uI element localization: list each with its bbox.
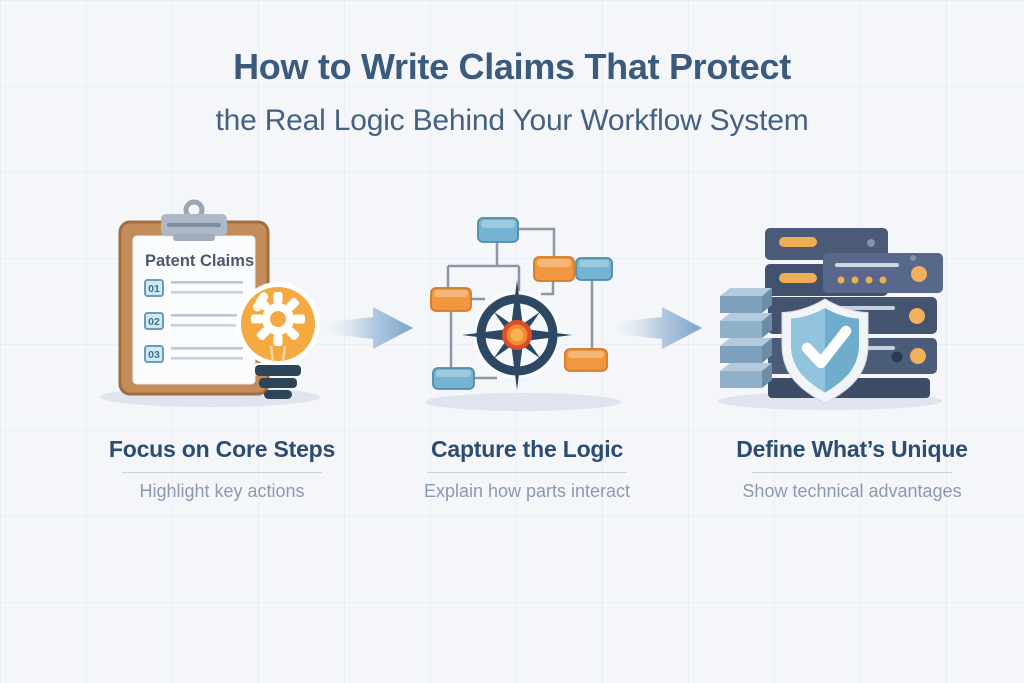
list-line <box>171 347 243 350</box>
server-indicator-light <box>911 266 927 282</box>
list-line <box>171 324 243 327</box>
claim-item-1: 01 <box>144 279 243 297</box>
clipboard-title: Patent Claims <box>145 252 254 270</box>
server-dot <box>867 239 875 247</box>
step-block <box>720 363 772 388</box>
list-line <box>171 291 243 294</box>
list-line <box>171 314 243 317</box>
server-unit-right <box>823 253 943 293</box>
arrow-shape <box>616 307 702 349</box>
compass-center <box>502 320 532 350</box>
title-line-1: How to Write Claims That Protect <box>233 46 791 87</box>
step-subheading: Explain how parts interact <box>423 481 631 501</box>
server-dot <box>910 255 916 261</box>
compass-icon <box>462 280 572 390</box>
flow-node-orange-left <box>430 287 472 312</box>
shield-check-icon <box>781 298 869 404</box>
caption-divider <box>122 472 322 473</box>
item-number: 03 <box>148 349 160 361</box>
connector-lines <box>446 227 594 380</box>
server-stack-icon <box>718 228 943 410</box>
lightbulb-gear-icon <box>236 282 320 399</box>
step-subheading: Highlight key actions <box>139 481 305 501</box>
step-heading: Define What’s Unique <box>736 436 968 462</box>
list-line <box>171 357 243 360</box>
title-line-2: the Real Logic Behind Your Workflow Syst… <box>215 104 809 137</box>
arrow-right-icon <box>327 300 417 361</box>
server-row-top <box>765 228 888 260</box>
item-number-box <box>144 279 164 297</box>
clipboard-icon: Patent Claims 01 02 0 <box>100 199 320 407</box>
title-block: How to Write Claims That Protect the Rea… <box>0 46 1024 138</box>
arrow-svg <box>616 307 702 349</box>
flow-node-blue-right <box>575 257 613 281</box>
item-number-box <box>144 312 164 330</box>
step-heading: Capture the Logic <box>430 436 624 462</box>
step-block <box>720 288 772 313</box>
server-indicator-light <box>909 308 925 324</box>
flowchart-illustration <box>415 206 640 416</box>
item-number: 02 <box>148 316 160 328</box>
server-slot-line <box>835 263 899 267</box>
server-led-bar <box>779 273 817 283</box>
step-block <box>720 338 772 363</box>
checkmark-icon <box>801 325 852 369</box>
gear-icon <box>251 292 305 346</box>
list-line <box>171 281 243 284</box>
caption-divider <box>752 472 952 473</box>
server-indicator-light <box>910 348 926 364</box>
flow-node-blue-top <box>477 217 519 243</box>
arrow-shape <box>327 307 413 349</box>
storage-step-blocks <box>720 288 772 388</box>
item-number: 01 <box>148 283 160 295</box>
clip-lip <box>173 234 215 241</box>
flow-node-orange-bottom-right <box>564 348 608 372</box>
step-caption-3: Define What’s Unique Show technical adva… <box>702 436 1002 502</box>
server-illustration <box>705 215 960 415</box>
step-caption-1: Focus on Core Steps Highlight key action… <box>72 436 372 502</box>
clipboard-illustration: Patent Claims 01 02 0 <box>95 196 335 416</box>
step-subheading: Show technical advantages <box>742 481 962 501</box>
step-heading: Focus on Core Steps <box>108 436 336 462</box>
step-caption-2: Capture the Logic Explain how parts inte… <box>377 436 677 502</box>
step-block <box>720 313 772 338</box>
flow-nodes <box>430 217 613 390</box>
arrow-svg <box>327 307 413 349</box>
server-led-bar <box>779 237 817 247</box>
claim-item-2: 02 <box>144 312 243 330</box>
clip-detail <box>167 223 221 227</box>
flow-node-blue-bottom-left <box>432 367 475 390</box>
ground-shadow <box>425 393 621 411</box>
claim-item-3: 03 <box>144 345 243 363</box>
caption-divider <box>427 472 627 473</box>
item-number-box <box>144 345 164 363</box>
filament <box>269 345 287 363</box>
bulb-base <box>253 363 303 399</box>
arrow-right-icon <box>616 300 706 361</box>
flow-node-orange-mid <box>533 256 575 282</box>
flowchart-icon <box>425 217 621 411</box>
server-dark-dot <box>891 351 903 363</box>
